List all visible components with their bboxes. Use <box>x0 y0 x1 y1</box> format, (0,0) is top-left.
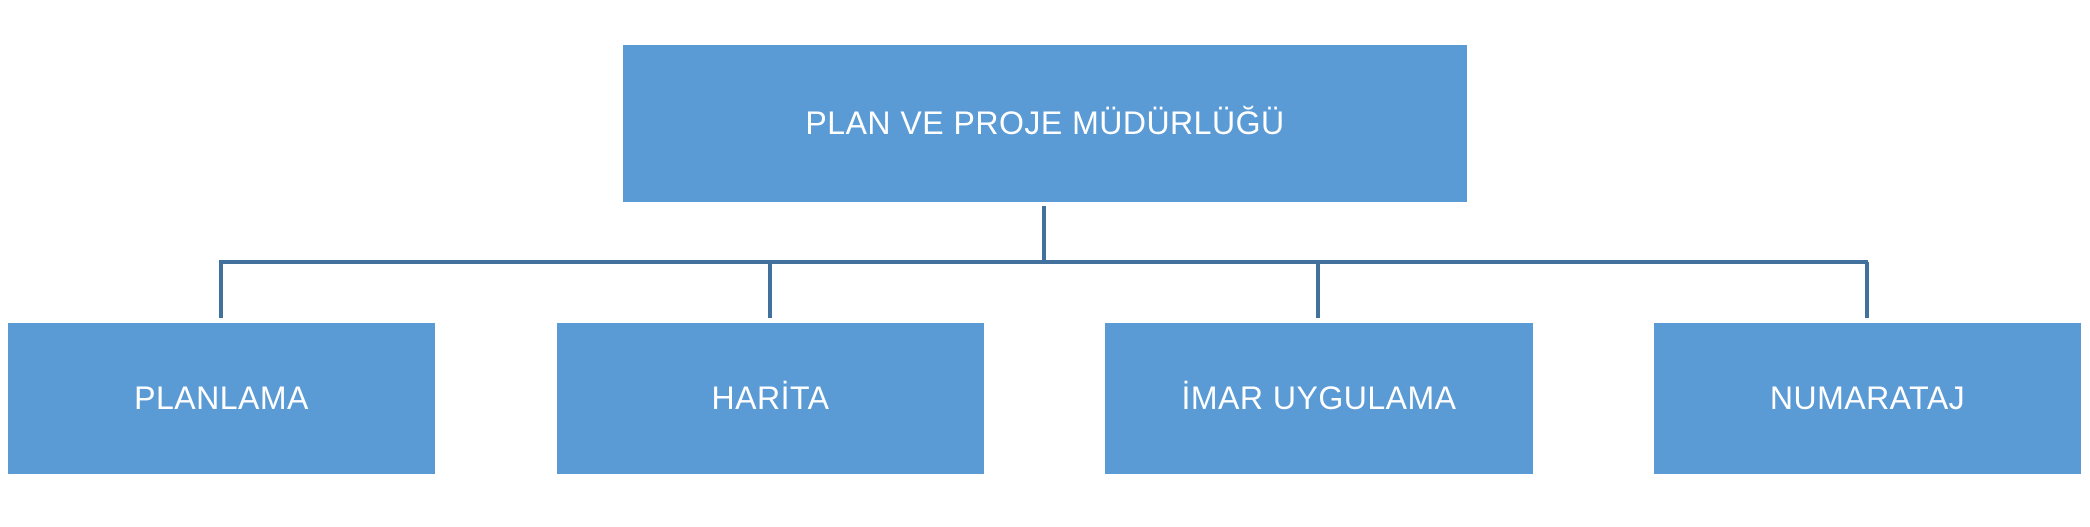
child-node-label: İMAR UYGULAMA <box>1181 380 1457 416</box>
child-node-imar-uygulama: İMAR UYGULAMA <box>1105 323 1533 474</box>
child-node-planlama: PLANLAMA <box>8 323 435 474</box>
child-node-numarataj: NUMARATAJ <box>1654 323 2081 474</box>
child-node-label: HARİTA <box>711 380 830 416</box>
child-node-label: PLANLAMA <box>134 380 309 416</box>
child-node-label: NUMARATAJ <box>1769 380 1966 416</box>
root-node-label: PLAN VE PROJE MÜDÜRLÜĞÜ <box>805 105 1285 141</box>
root-node: PLAN VE PROJE MÜDÜRLÜĞÜ <box>623 45 1467 202</box>
child-node-harita: HARİTA <box>557 323 984 474</box>
